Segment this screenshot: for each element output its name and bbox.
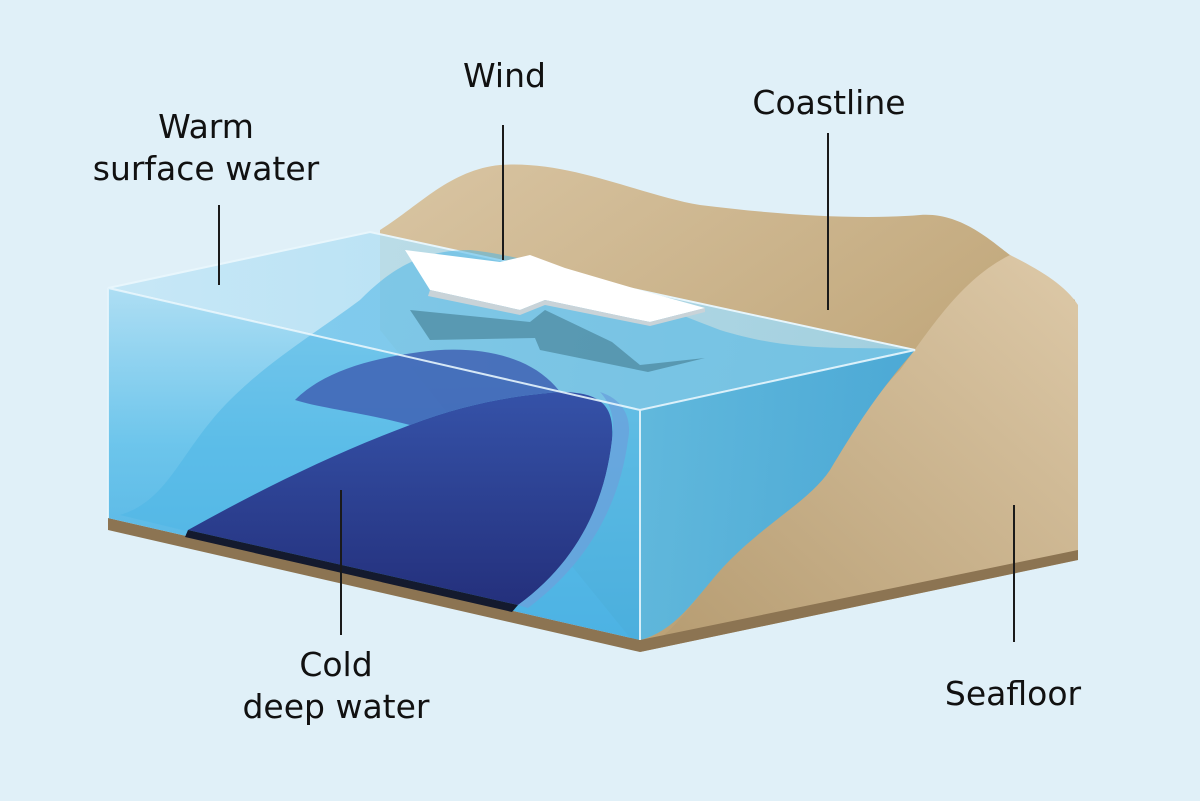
label-wind-text: Wind [463, 56, 546, 95]
leader-lines [218, 125, 1015, 642]
label-cold-deep-water: Cold deep water [240, 644, 432, 728]
label-cold-line2: deep water [242, 687, 430, 726]
water-side-face [640, 350, 915, 640]
wind-arrow-side [428, 290, 705, 326]
label-warm-line1: Warm [158, 107, 254, 146]
label-seafloor: Seafloor [940, 673, 1086, 715]
seafloor-cliff [640, 255, 1078, 652]
cold-water-edge [518, 392, 630, 608]
wind-arrow-shadow [410, 310, 705, 372]
label-seafloor-text: Seafloor [944, 674, 1082, 713]
label-wind: Wind [463, 55, 546, 97]
cold-water-mass [188, 392, 613, 605]
water-box-outline [107, 287, 916, 640]
label-warm-line2: surface water [92, 149, 320, 188]
cold-water-upwelling [295, 349, 560, 425]
wind-arrow [405, 250, 705, 322]
label-warm-surface-water: Warm surface water [92, 106, 320, 190]
label-coastline: Coastline [748, 82, 910, 124]
cold-water-base [185, 530, 518, 612]
label-coastline-text: Coastline [752, 83, 906, 122]
label-cold-line1: Cold [299, 645, 373, 684]
